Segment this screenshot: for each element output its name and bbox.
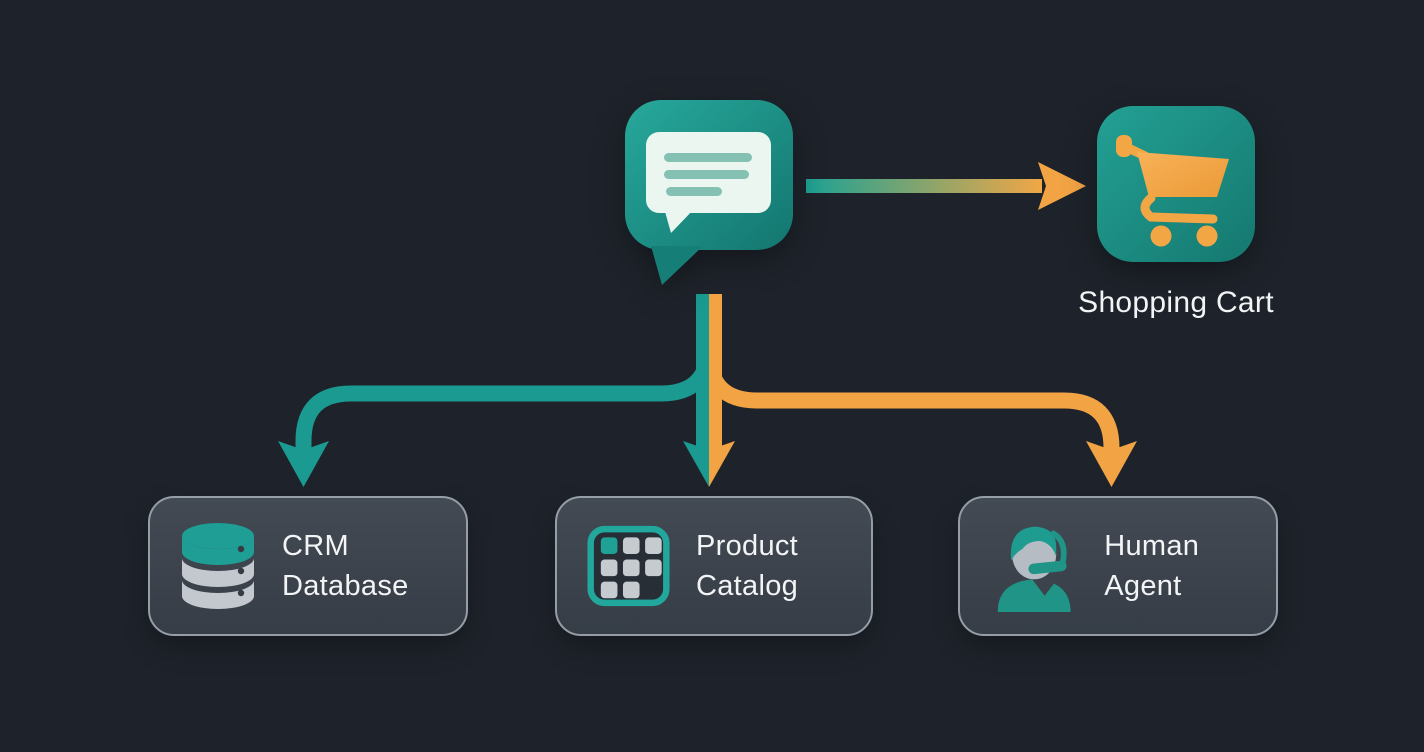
grid-icon: [587, 525, 670, 607]
shopping-cart-label: Shopping Cart: [1078, 286, 1274, 319]
headset-person-icon: [997, 526, 1071, 613]
arrowhead-crm: [278, 441, 329, 487]
node-product-catalog: Product Catalog: [555, 496, 873, 636]
node-crm-database: CRM Database: [148, 496, 468, 636]
shopping-cart-icon: [1097, 106, 1255, 262]
database-icon: [182, 523, 254, 609]
crm-database-label: CRM Database: [282, 530, 409, 602]
edge-chat-to-cart: [806, 162, 1086, 210]
arrowhead-agent: [1086, 441, 1137, 487]
human-agent-label: Human Agent: [1104, 530, 1200, 602]
node-human-agent: Human Agent: [958, 496, 1278, 636]
chat-bubble-icon: [625, 100, 793, 285]
edge-chat-to-crm: [295, 296, 717, 452]
product-catalog-label: Product Catalog: [696, 530, 799, 602]
edge-chat-to-catalog: [683, 294, 735, 487]
